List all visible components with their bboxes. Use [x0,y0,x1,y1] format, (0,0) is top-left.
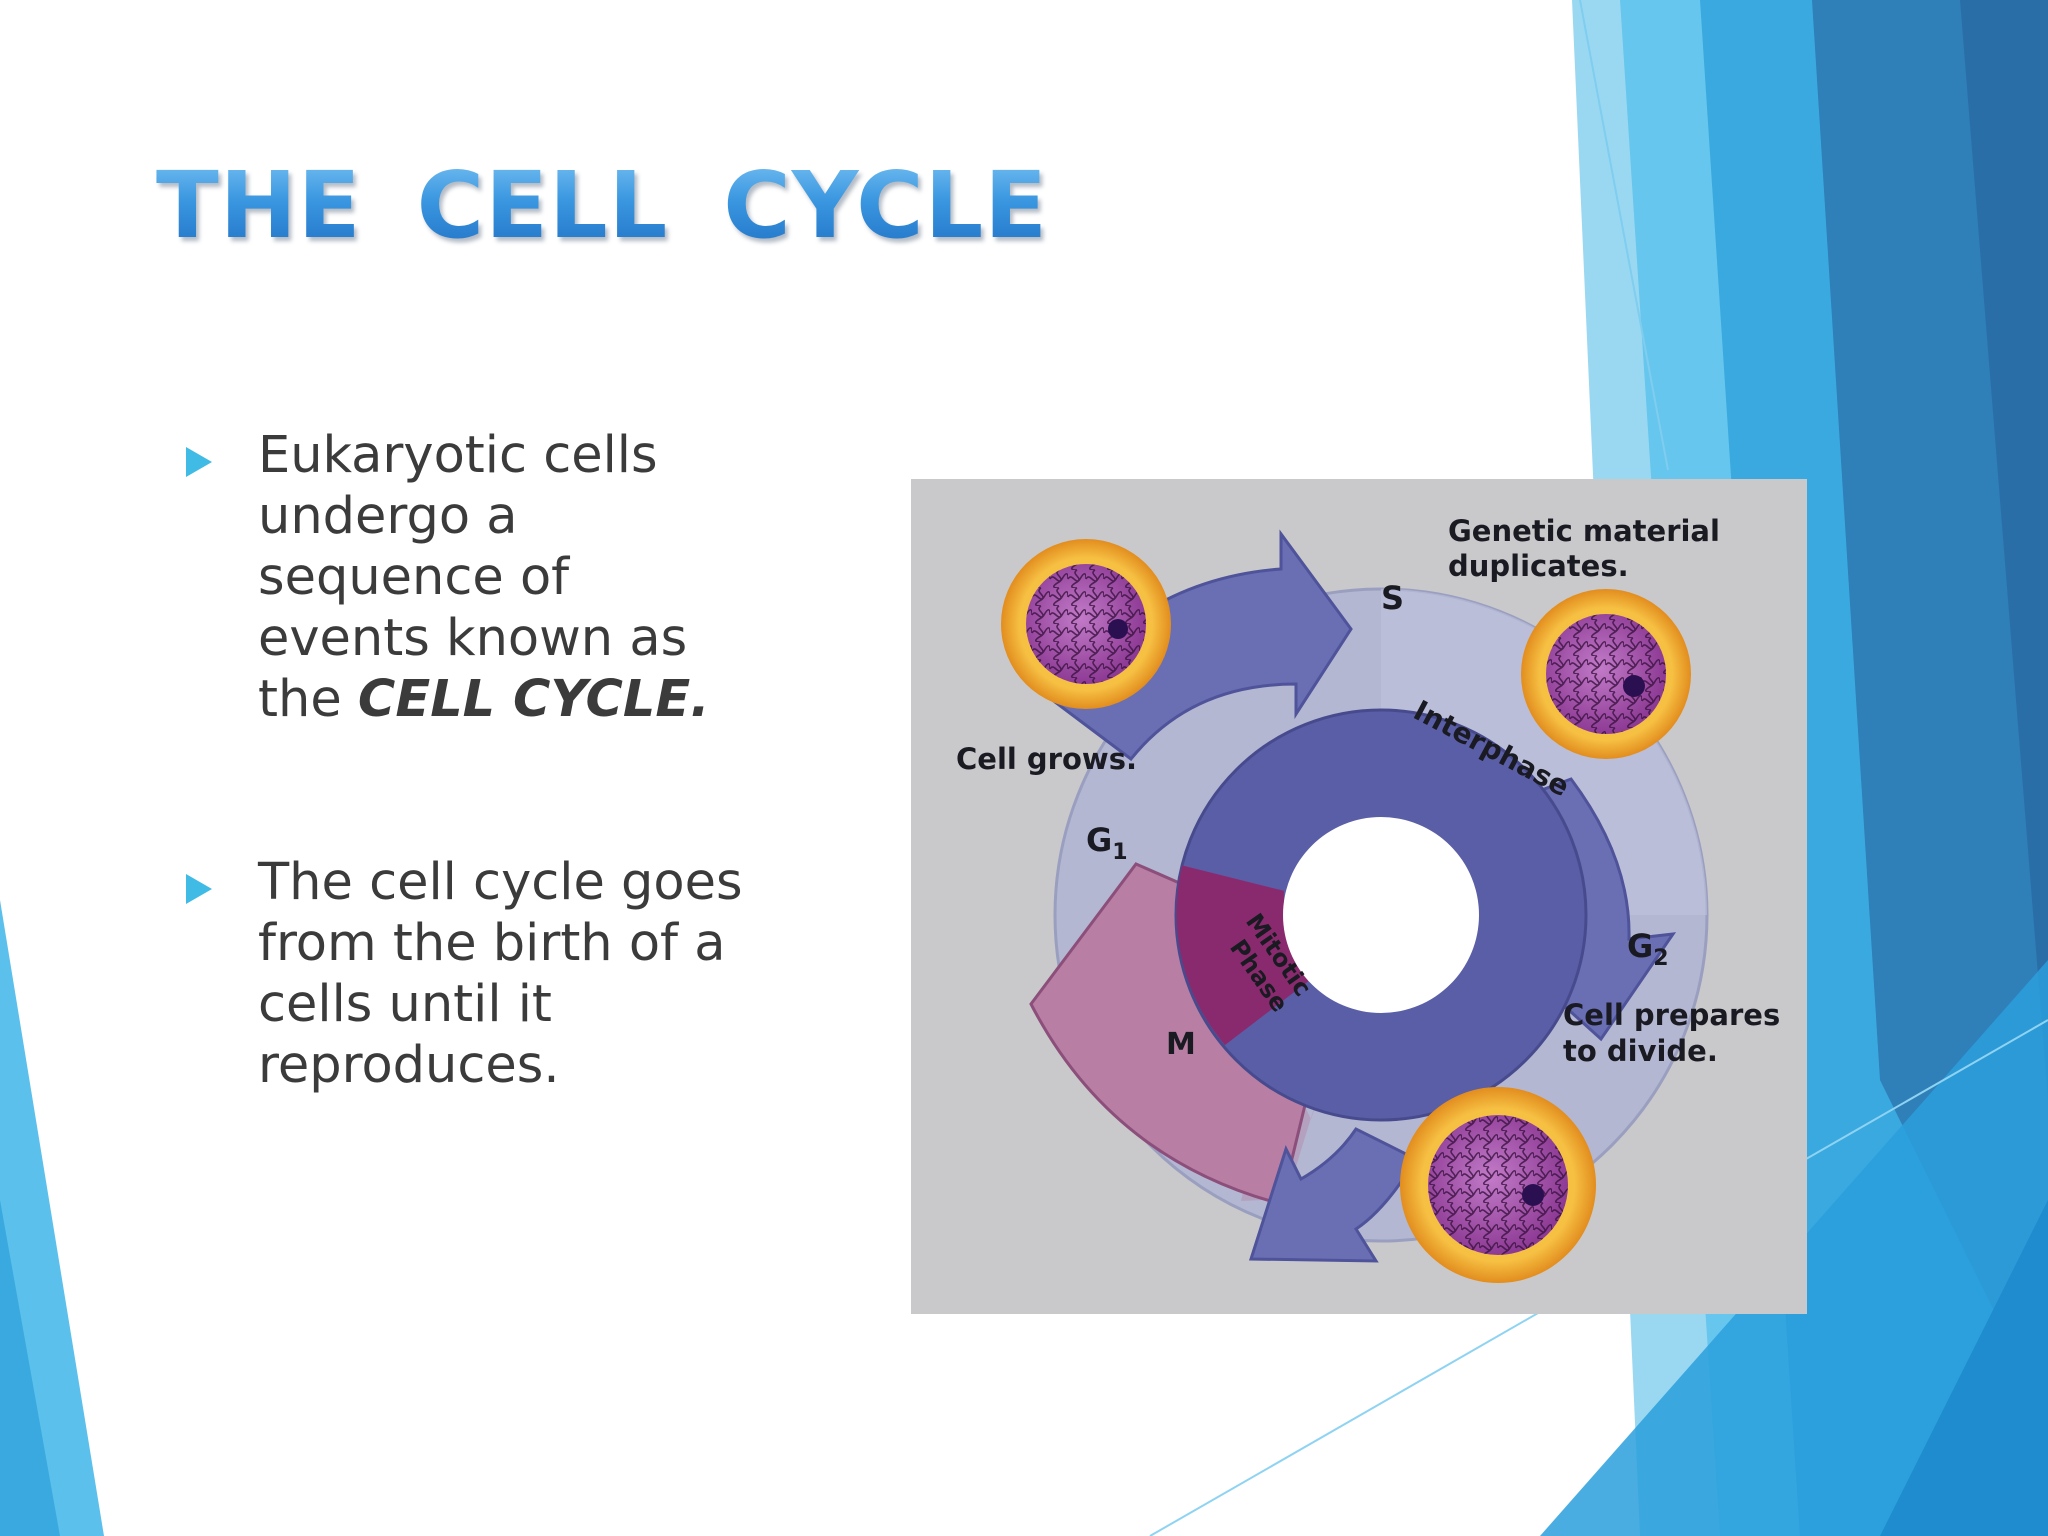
bullet-line: the [258,670,358,729]
g2-label: G2 [1627,927,1669,971]
bullet-line: reproduces. [258,1036,560,1095]
bullet-line: cells until it [258,975,552,1034]
cell-prepares-label: Cell prepares [1563,998,1780,1032]
duplicates-label: duplicates. [1448,549,1629,583]
cell-s [1521,589,1691,759]
bullet-line: Eukaryotic cells [258,426,658,485]
bullet-line: events known as [258,609,688,668]
cell-g1 [1001,539,1171,709]
bullet-item: The cell cycle goes from the birth of a … [180,852,780,1096]
bullet-line: from the birth of a [258,914,726,973]
m-phase-label: M [1166,1027,1196,1062]
bullet-line: The cell cycle goes [258,853,743,912]
bullet-arrow-icon [186,447,212,477]
bullet-item: Eukaryotic cells undergo a sequence of e… [180,425,780,730]
bullet-list: Eukaryotic cells undergo a sequence of e… [180,425,780,1096]
g1-label: G1 [1086,821,1128,865]
g2-to-m-arrow [1248,1127,1419,1263]
to-divide-label: to divide. [1563,1034,1718,1068]
bullet-line: sequence of [258,548,570,607]
cell-grows-label: Cell grows. [956,742,1137,776]
slide-title: THE CELL CYCLE [156,152,1049,259]
genetic-material-label: Genetic material [1448,514,1720,548]
bullet-line: undergo a [258,487,518,546]
inner-hole [1283,817,1479,1013]
s-phase-label: S [1381,579,1404,617]
bullet-arrow-icon [186,874,212,904]
cell-cycle-svg: S Genetic material duplicates. Interphas… [956,514,1780,1283]
cell-cycle-emphasis: CELL CYCLE. [357,670,710,729]
cell-g2 [1400,1087,1596,1283]
cell-cycle-diagram: S Genetic material duplicates. Interphas… [911,479,1807,1314]
